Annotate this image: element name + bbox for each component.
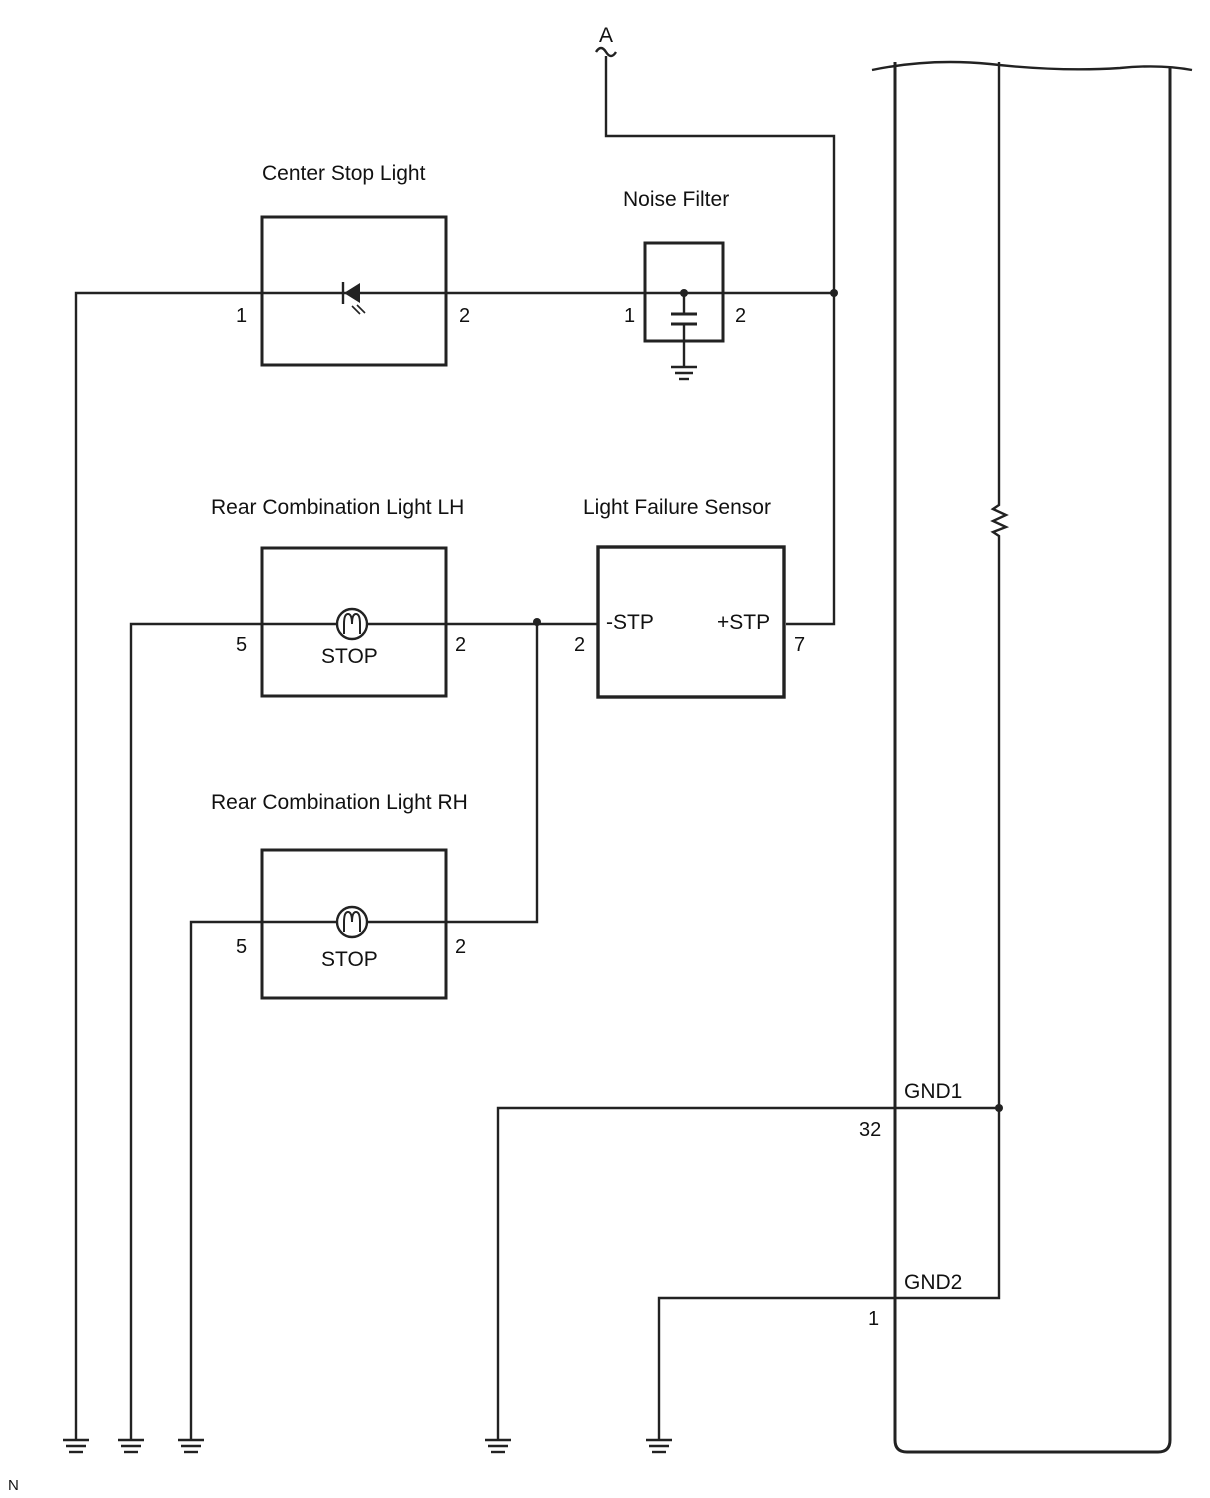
ecu-outline: [871, 60, 1193, 1454]
wire-lh-ground: [129, 622, 337, 1440]
light-failure-sensor-pin-2: 2: [574, 634, 585, 656]
gnd1-label: GND1: [904, 1080, 962, 1103]
ground-icon: [118, 1438, 144, 1454]
terminal-plus-stp: +STP: [717, 611, 770, 634]
rear-rh-pin-2: 2: [455, 936, 466, 958]
junction-dot: [830, 289, 838, 297]
noise-filter-title: Noise Filter: [623, 188, 729, 211]
center-stop-light-title: Center Stop Light: [262, 162, 426, 185]
bulb-icon: [335, 905, 369, 939]
gnd2-label: GND2: [904, 1271, 962, 1294]
corner-mark: N: [8, 1477, 19, 1494]
light-failure-sensor-box: [596, 545, 786, 699]
center-stop-light-pin-1: 1: [236, 305, 247, 327]
wire-gnd1: [496, 1106, 895, 1440]
center-stop-light-box: [260, 215, 448, 367]
rear-lh-pin-5: 5: [236, 634, 247, 656]
light-failure-sensor: Light Failure Sensor -STP +STP 2 7: [574, 496, 805, 699]
junction-dot: [995, 1104, 1003, 1112]
gnd2-pin: 1: [868, 1308, 879, 1330]
ground-icon: [63, 1438, 89, 1454]
wire-rh-ground: [189, 920, 337, 1440]
rear-lh-pin-2: 2: [455, 634, 466, 656]
rear-combination-light-lh: Rear Combination Light LH STOP 5 2: [211, 496, 466, 698]
rear-lh-box: [260, 546, 448, 698]
wire-gnd2: [657, 1296, 895, 1440]
rear-lh-title: Rear Combination Light LH: [211, 496, 464, 519]
ground-icon: [671, 365, 697, 381]
noise-filter: Noise Filter 1 2: [623, 188, 746, 381]
wire-center-stop: [74, 291, 834, 1440]
rear-rh-pin-5: 5: [236, 936, 247, 958]
terminal-minus-stp: -STP: [606, 611, 654, 634]
rear-lh-lamp-label: STOP: [321, 645, 378, 668]
light-failure-sensor-pin-7: 7: [794, 634, 805, 656]
bulb-icon: [335, 607, 369, 641]
wire-gnd2-internal: [895, 540, 1001, 1300]
connector-a-label: A: [599, 24, 613, 47]
capacitor-icon: [671, 293, 697, 367]
center-stop-light-pin-2: 2: [459, 305, 470, 327]
wire-rh-stp: [367, 622, 539, 924]
rear-rh-title: Rear Combination Light RH: [211, 791, 468, 814]
noise-filter-pin-2: 2: [735, 305, 746, 327]
rear-rh-lamp-label: STOP: [321, 948, 378, 971]
wire-a-feed: [604, 56, 836, 626]
rear-rh-box: [260, 848, 448, 1000]
ground-icon: [646, 1438, 672, 1454]
led-icon: [341, 282, 366, 315]
light-failure-sensor-title: Light Failure Sensor: [583, 496, 771, 519]
gnd1-pin: 32: [859, 1119, 881, 1141]
break-mark-icon: [594, 46, 618, 58]
resistor-icon: [990, 500, 1010, 540]
noise-filter-pin-1: 1: [624, 305, 635, 327]
rear-combination-light-rh: Rear Combination Light RH STOP 5 2: [211, 791, 468, 1000]
ground-icon: [485, 1438, 511, 1454]
ground-icon: [178, 1438, 204, 1454]
center-stop-light: Center Stop Light 1 2: [236, 162, 470, 367]
